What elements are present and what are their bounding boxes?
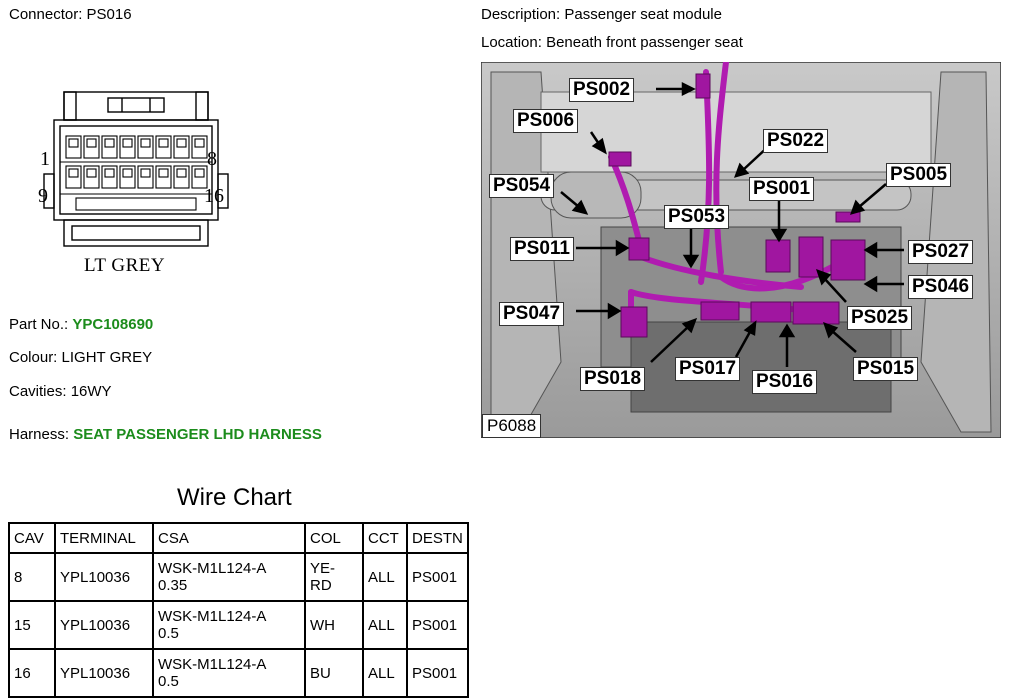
cell-cct: ALL: [362, 552, 408, 602]
colour-line: Colour: LIGHT GREY: [9, 349, 152, 366]
csa-spec: WSK-M1L124-A: [158, 560, 267, 577]
connector-label: Connector:: [9, 6, 83, 23]
csa-spec: WSK-M1L124-A: [158, 608, 267, 625]
col-header-csa: CSA: [152, 522, 306, 554]
callout-ps017: PS017: [675, 357, 741, 381]
callout-ps002: PS002: [569, 78, 635, 102]
callout-ps022: PS022: [763, 129, 829, 153]
part-no-line: Part No.: YPC108690: [9, 316, 153, 333]
col-header-cct: CCT: [362, 522, 408, 554]
csa-size: 0.5: [158, 673, 179, 690]
csa-spec: WSK-M1L124-A: [158, 656, 267, 673]
connector-line: Connector: PS016: [9, 6, 132, 23]
callout-ps047: PS047: [499, 302, 565, 326]
cell-cct: ALL: [362, 600, 408, 650]
col-header-col: COL: [304, 522, 364, 554]
callout-ps005: PS005: [886, 163, 952, 187]
pin-label-16: 16: [204, 185, 224, 207]
connector-face-diagram: [43, 91, 229, 247]
location-value: Beneath front passenger seat: [546, 34, 743, 51]
cell-terminal: YPL10036: [54, 552, 154, 602]
harness-label: Harness:: [9, 426, 70, 443]
location-line: Location: Beneath front passenger seat: [481, 34, 743, 51]
cell-col: WH: [304, 600, 364, 650]
diagram-colour-text: LT GREY: [84, 255, 166, 276]
callout-ps027: PS027: [908, 240, 974, 264]
callout-ps016: PS016: [752, 370, 818, 394]
cell-destn: PS001: [406, 600, 469, 650]
cell-destn: PS001: [406, 648, 469, 698]
location-label: Location:: [481, 34, 542, 51]
callout-ps046: PS046: [908, 275, 974, 299]
callout-ps054: PS054: [489, 174, 555, 198]
harness-link[interactable]: SEAT PASSENGER LHD HARNESS: [73, 426, 322, 443]
part-no-label: Part No.:: [9, 316, 69, 333]
callout-ps011: PS011: [510, 237, 574, 261]
pin-label-8: 8: [207, 148, 217, 170]
col-part1: YE-: [310, 560, 336, 577]
cell-cav: 8: [8, 552, 56, 602]
cell-terminal: YPL10036: [54, 600, 154, 650]
cell-destn: PS001: [406, 552, 469, 602]
cavities-value: 16WY: [70, 383, 112, 400]
cell-terminal: YPL10036: [54, 648, 154, 698]
csa-size: 0.5: [158, 625, 179, 642]
pin-label-9: 9: [38, 185, 48, 207]
colour-label: Colour:: [9, 349, 58, 366]
wire-chart-header-row: CAV TERMINAL CSA COL CCT DESTN: [8, 522, 469, 554]
col-header-destn: DESTN: [406, 522, 469, 554]
photo-code: P6088: [482, 414, 542, 438]
callout-ps053: PS053: [664, 205, 730, 229]
col-header-cav: CAV: [8, 522, 56, 554]
col-header-terminal: TERMINAL: [54, 522, 154, 554]
callout-ps015: PS015: [853, 357, 919, 381]
cell-col: BU: [304, 648, 364, 698]
harness-line: Harness: SEAT PASSENGER LHD HARNESS: [9, 426, 322, 443]
col-part2: RD: [310, 577, 332, 594]
part-no-link[interactable]: YPC108690: [72, 316, 154, 333]
colour-value: LIGHT GREY: [61, 349, 153, 366]
cell-cav: 15: [8, 600, 56, 650]
csa-size: 0.35: [158, 577, 188, 594]
description-value: Passenger seat module: [564, 6, 722, 23]
callout-ps001: PS001: [749, 177, 815, 201]
cavities-line: Cavities: 16WY: [9, 383, 112, 400]
callout-ps018: PS018: [580, 367, 646, 391]
wire-chart-title: Wire Chart: [177, 484, 292, 511]
cell-col: YE-RD: [304, 552, 364, 602]
wire-chart-table: CAV TERMINAL CSA COL CCT DESTN 8 YPL1003…: [8, 522, 469, 698]
pin-label-1: 1: [40, 148, 50, 170]
cell-cct: ALL: [362, 648, 408, 698]
connector-value: PS016: [86, 6, 132, 23]
callout-ps025: PS025: [847, 306, 913, 330]
cell-cav: 16: [8, 648, 56, 698]
description-label: Description:: [481, 6, 561, 23]
callout-ps006: PS006: [513, 109, 579, 133]
cavities-label: Cavities:: [9, 383, 67, 400]
description-line: Description: Passenger seat module: [481, 6, 722, 23]
